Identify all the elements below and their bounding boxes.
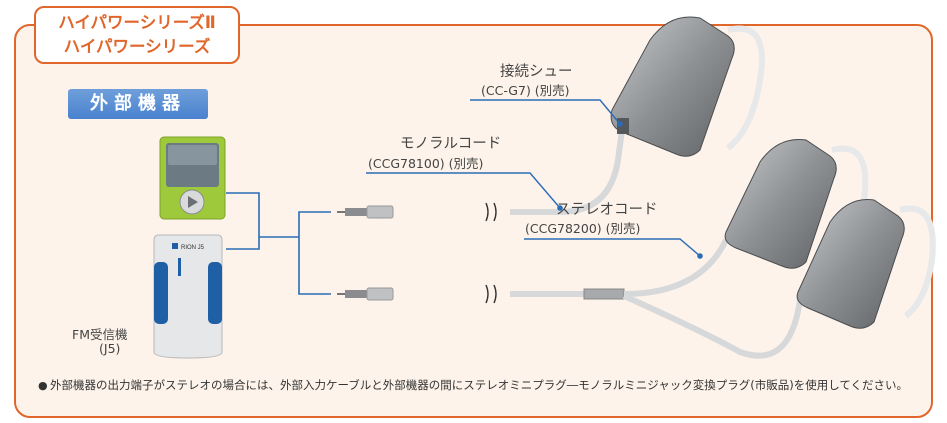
bullet-icon: ●: [38, 379, 48, 392]
hearing-aid-top-icon: [610, 16, 765, 157]
fm-receiver-icon: RION J5: [153, 234, 223, 359]
shoe-model-label: (CC-G7) (別売): [481, 83, 570, 98]
fm-receiver-brand: RION J5: [181, 245, 205, 251]
fm-receiver-model-label: (J5): [99, 341, 121, 356]
mono-cord-model-label: (CCG78100) (別売): [368, 156, 484, 171]
hearing-aid-bottom-icon: [796, 198, 936, 329]
callout-lines: [366, 99, 701, 257]
mono-cord-label: モノラルコード: [400, 136, 502, 152]
usage-note: ●外部機器の出力端子がステレオの場合には、外部入力ケーブルと外部機器の間にステレ…: [38, 378, 918, 393]
connection-lines: [226, 192, 331, 295]
usage-note-text: 外部機器の出力端子がステレオの場合には、外部入力ケーブルと外部機器の間にステレオ…: [50, 378, 909, 392]
stereo-cord-model-label: (CCG78200) (別売): [525, 221, 641, 236]
shoe-label: 接続シュー: [500, 64, 573, 80]
series-tag: ハイパワーシリーズⅡ ハイパワーシリーズ: [34, 6, 240, 64]
mono-cord: [337, 129, 625, 222]
external-device-badge: 外部機器: [68, 89, 208, 119]
music-player-icon: [159, 136, 226, 220]
stereo-cord: [337, 238, 803, 359]
series-tag-line2: ハイパワーシリーズ: [63, 37, 211, 56]
series-tag-line1: ハイパワーシリーズⅡ: [58, 13, 216, 32]
fm-receiver-label: FM受信機: [72, 327, 128, 342]
stereo-cord-label: ステレオコード: [556, 202, 658, 218]
